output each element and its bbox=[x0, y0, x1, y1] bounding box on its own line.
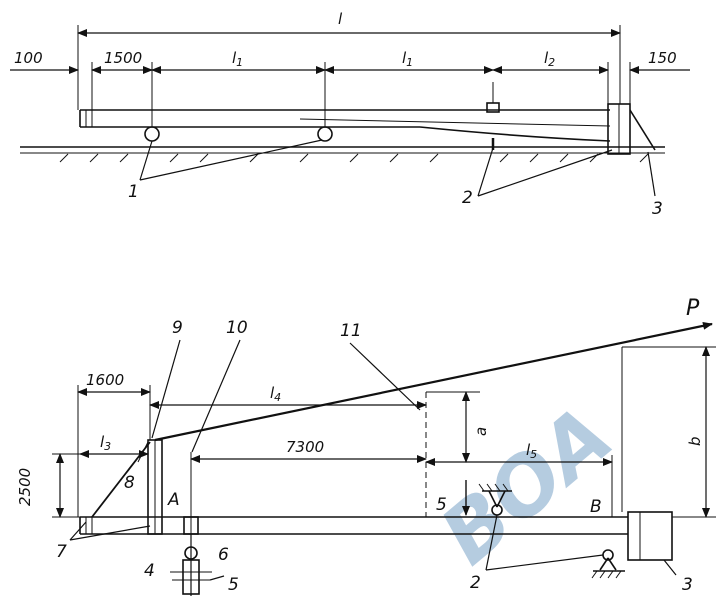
beam-top-centerline bbox=[299, 118, 611, 127]
callout-1: 1 bbox=[128, 182, 139, 202]
roller-1-left bbox=[144, 126, 160, 142]
dim-150: 150 bbox=[648, 49, 677, 67]
callout-4: 4 bbox=[144, 561, 155, 581]
dim-l4: l4 bbox=[270, 384, 281, 404]
label-a: A bbox=[167, 490, 180, 510]
label-5-mid: 5 bbox=[436, 495, 447, 515]
dim-l1-a: l1 bbox=[232, 49, 243, 69]
end-block-3 bbox=[627, 511, 673, 561]
end-brace bbox=[629, 109, 656, 151]
dim-7300: 7300 bbox=[286, 438, 324, 456]
bottom-view-labels: P 1600 l3 l4 7300 l5 a b 2500 9 10 11 8 … bbox=[16, 296, 704, 595]
winch-drum-6 bbox=[184, 546, 198, 560]
force-label-p: P bbox=[686, 296, 700, 321]
winch-body-4 bbox=[182, 559, 200, 595]
label-b: B bbox=[590, 497, 602, 517]
callout-10: 10 bbox=[226, 318, 248, 338]
callout-8: 8 bbox=[124, 473, 135, 493]
dim-b: b bbox=[686, 436, 704, 446]
ground-hatching-top bbox=[59, 153, 649, 163]
beam-top-lower-curve bbox=[419, 126, 611, 142]
top-view bbox=[10, 25, 690, 197]
brace-7 bbox=[91, 441, 151, 518]
callout-2-bottom: 2 bbox=[470, 573, 481, 593]
roller-2-right bbox=[591, 549, 625, 579]
callout-3: 3 bbox=[652, 199, 663, 219]
watermark-text: BOA bbox=[423, 388, 629, 582]
callout-11: 11 bbox=[340, 321, 362, 341]
dim-1600: 1600 bbox=[86, 371, 124, 389]
dim-l3: l3 bbox=[100, 433, 111, 453]
dim-100: 100 bbox=[14, 49, 43, 67]
dim-l: l bbox=[338, 10, 343, 28]
callout-7: 7 bbox=[56, 542, 67, 562]
dim-2500: 2500 bbox=[16, 468, 34, 506]
roller-1-right bbox=[317, 126, 333, 142]
top-view-labels: l 100 1500 l1 l1 l2 150 1 2 3 bbox=[14, 10, 677, 219]
callout-5: 5 bbox=[228, 575, 239, 595]
callout-6: 6 bbox=[218, 545, 229, 565]
callout-9: 9 bbox=[172, 318, 183, 338]
dim-a: a bbox=[472, 427, 490, 436]
dim-l1-b: l1 bbox=[402, 49, 413, 69]
dim-l2: l2 bbox=[544, 49, 555, 69]
callout-2: 2 bbox=[462, 188, 473, 208]
callout-3-bottom: 3 bbox=[682, 575, 693, 595]
dim-l5: l5 bbox=[526, 441, 537, 461]
dim-1500: 1500 bbox=[104, 49, 142, 67]
bottom-view bbox=[52, 321, 716, 596]
cable-p bbox=[154, 321, 713, 442]
watermark: BOA bbox=[423, 388, 629, 582]
